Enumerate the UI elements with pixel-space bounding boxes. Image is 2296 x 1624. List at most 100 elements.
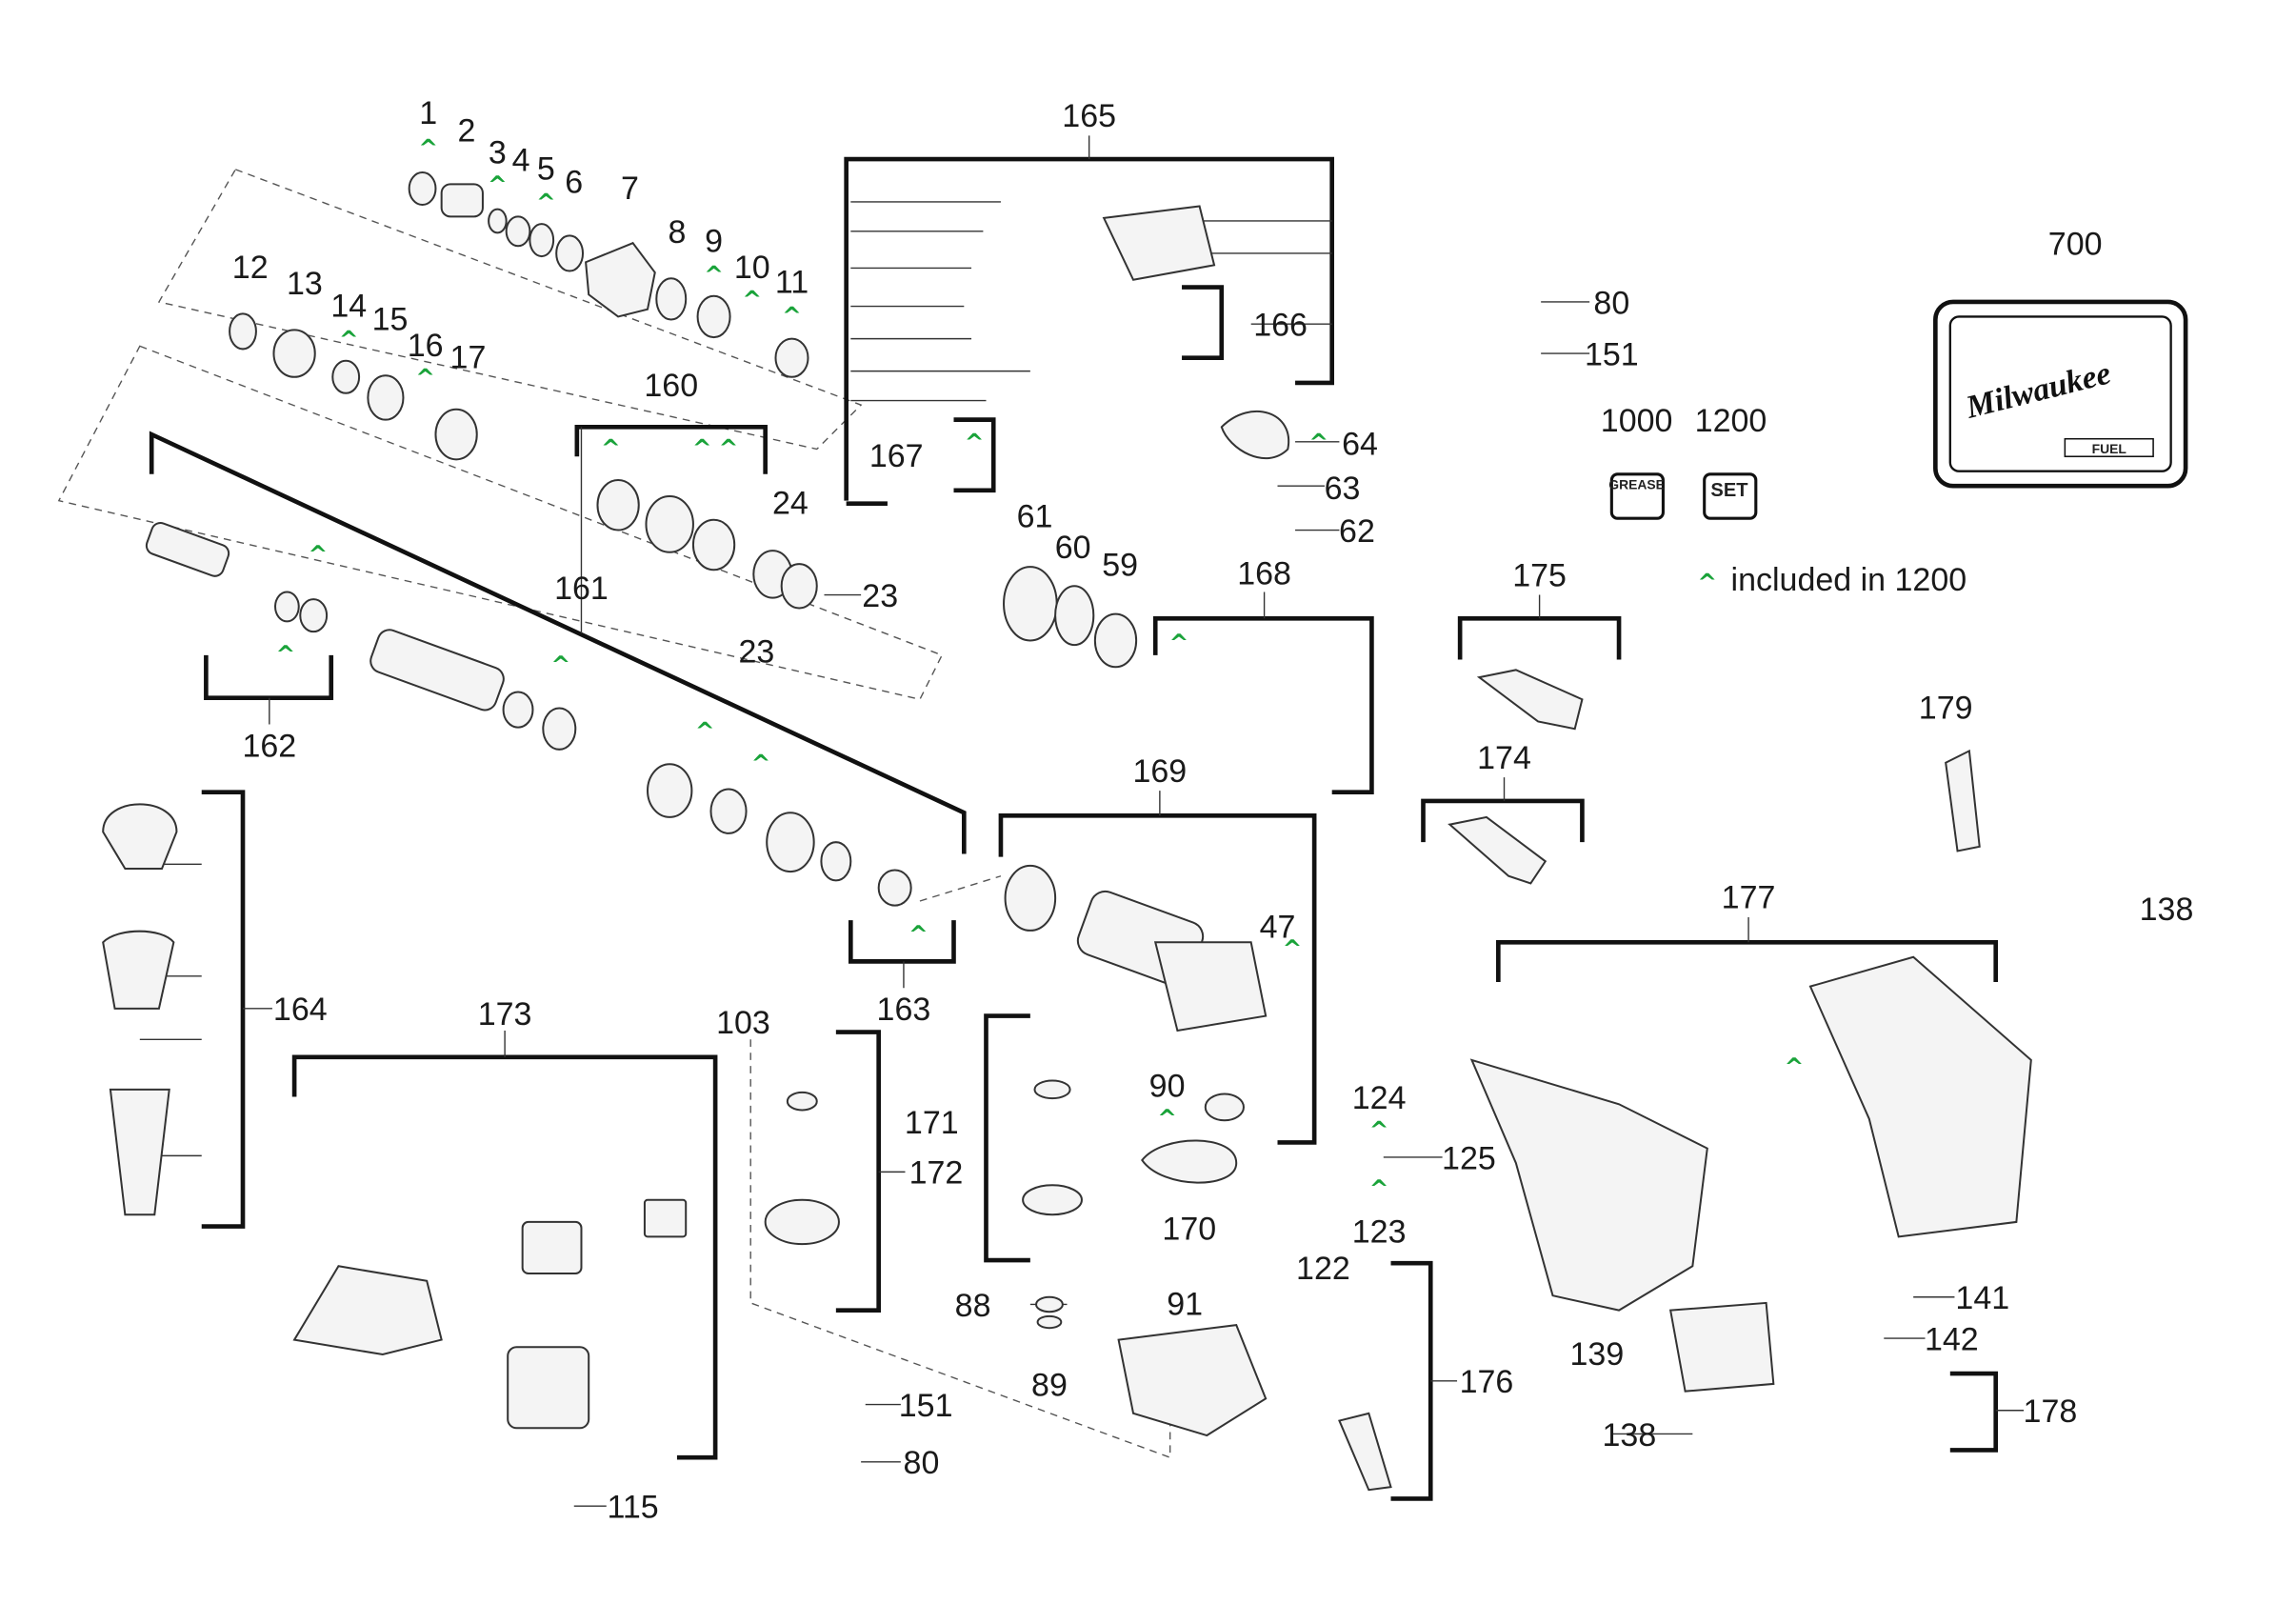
part-label-168: 168 [1237, 556, 1291, 592]
part-label-103: 103 [716, 1005, 770, 1041]
carry-case: Milwaukee FUEL [1933, 299, 2188, 489]
included-marker: ^ [1308, 429, 1328, 456]
included-marker: ^ [782, 302, 802, 330]
part-label-173: 173 [478, 996, 532, 1033]
set-label: SET [1710, 480, 1748, 501]
part-label-16: 16 [408, 328, 444, 364]
part-label-151: 151 [1585, 336, 1639, 372]
legend-marker: ^ [1697, 569, 1717, 596]
part-label-151: 151 [899, 1388, 953, 1424]
included-marker: ^ [692, 434, 712, 462]
part-label-89: 89 [1031, 1367, 1068, 1403]
included-marker: ^ [415, 364, 435, 391]
leader-lines [132, 135, 2025, 1507]
part-label-12: 12 [232, 250, 269, 286]
part-label-172: 172 [909, 1155, 964, 1192]
included-marker: ^ [1785, 1053, 1805, 1080]
part-label-8: 8 [668, 214, 686, 251]
part-label-1: 1 [419, 95, 437, 131]
included-marker: ^ [339, 326, 359, 353]
legend-text: included in 1200 [1731, 562, 1967, 598]
part-label-80: 80 [1593, 285, 1629, 321]
included-marker: ^ [418, 134, 438, 162]
part-label-170: 170 [1162, 1211, 1216, 1247]
part-label-115: 115 [607, 1490, 658, 1526]
part-label-9: 9 [705, 223, 723, 259]
part-label-13: 13 [287, 266, 323, 302]
included-marker: ^ [1169, 629, 1189, 656]
included-marker: ^ [1369, 1175, 1389, 1203]
included-marker: ^ [719, 434, 739, 462]
part-label-1200: 1200 [1695, 403, 1767, 439]
part-label-10: 10 [734, 250, 770, 286]
part-label-17: 17 [450, 340, 487, 376]
included-markers: ^^^^^^^^^^^^^^^^^^^^^^^^^ [275, 134, 1804, 1203]
included-marker: ^ [488, 171, 508, 199]
part-label-7: 7 [621, 170, 639, 207]
part-label-178: 178 [2024, 1393, 2078, 1430]
part-label-179: 179 [1919, 690, 1973, 726]
part-label-138: 138 [1603, 1417, 1657, 1454]
part-label-24: 24 [772, 486, 809, 522]
part-label-1000: 1000 [1601, 403, 1673, 439]
included-marker: ^ [550, 651, 570, 678]
part-label-171: 171 [905, 1105, 959, 1141]
part-label-142: 142 [1925, 1321, 1979, 1357]
part-label-175: 175 [1512, 557, 1567, 593]
part-label-164: 164 [273, 992, 328, 1028]
part-label-3: 3 [489, 135, 507, 171]
part-label-91: 91 [1167, 1286, 1203, 1322]
part-label-14: 14 [330, 288, 367, 324]
included-marker: ^ [965, 429, 985, 456]
part-label-4: 4 [512, 142, 530, 178]
part-label-80: 80 [904, 1445, 940, 1481]
assembly-outline-front [157, 169, 863, 451]
part-label-63: 63 [1325, 471, 1361, 507]
grease-label: GREASE [1608, 476, 1665, 491]
part-label-64: 64 [1342, 427, 1378, 463]
part-label-700: 700 [2048, 227, 2103, 263]
part-label-2: 2 [457, 113, 475, 150]
part-label-59: 59 [1102, 547, 1138, 583]
included-marker: ^ [275, 641, 295, 669]
part-label-122: 122 [1296, 1251, 1350, 1287]
parts [102, 170, 2032, 1492]
part-label-125: 125 [1442, 1140, 1496, 1176]
included-marker: ^ [1157, 1104, 1177, 1132]
part-label-174: 174 [1477, 740, 1531, 776]
part-label-23: 23 [862, 578, 898, 614]
included-marker: ^ [308, 541, 328, 569]
included-marker: ^ [1283, 935, 1303, 963]
set-kit: SET [1703, 472, 1758, 520]
included-marker: ^ [601, 434, 621, 462]
part-label-6: 6 [565, 165, 583, 201]
brackets [149, 156, 1999, 1501]
part-label-61: 61 [1017, 498, 1053, 534]
assembly-outline-drive [57, 345, 944, 701]
included-marker: ^ [742, 286, 762, 313]
grease-kit: GREASE [1608, 472, 1665, 520]
part-label-161: 161 [554, 571, 609, 607]
part-label-139: 139 [1570, 1336, 1625, 1373]
case-badge: FUEL [2092, 441, 2127, 456]
part-label-90: 90 [1149, 1069, 1186, 1105]
part-label-88: 88 [955, 1288, 991, 1324]
part-label-11: 11 [775, 265, 809, 301]
included-marker: ^ [536, 189, 556, 216]
part-label-47: 47 [1260, 910, 1296, 946]
part-label-166: 166 [1253, 308, 1308, 344]
part-label-141: 141 [1955, 1280, 2009, 1316]
part-label-123: 123 [1352, 1214, 1407, 1251]
part-label-15: 15 [372, 301, 409, 337]
part-label-160: 160 [644, 368, 698, 404]
part-label-167: 167 [869, 438, 924, 474]
part-label-23: 23 [738, 634, 774, 671]
part-label-163: 163 [877, 992, 931, 1028]
part-label-162: 162 [242, 729, 296, 765]
part-label-62: 62 [1339, 513, 1375, 550]
included-marker: ^ [908, 920, 928, 948]
part-label-165: 165 [1062, 98, 1116, 134]
